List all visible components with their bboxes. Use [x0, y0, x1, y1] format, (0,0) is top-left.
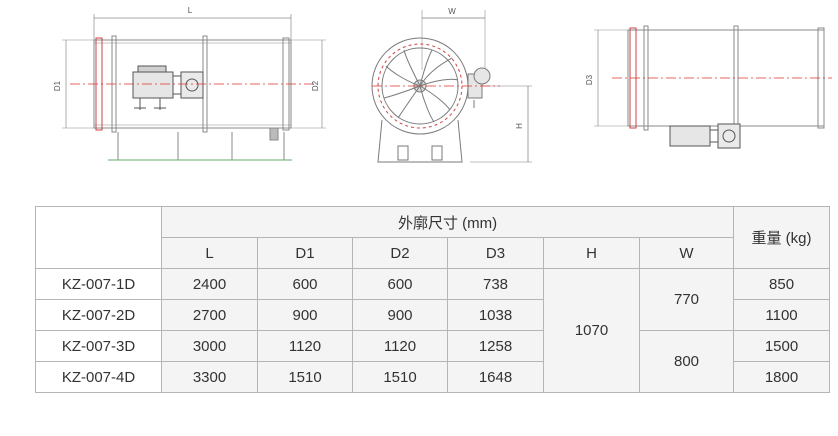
cell-L: 3000: [161, 330, 258, 362]
cell-W-merged-2: 800: [638, 330, 735, 393]
model-cell: KZ-007-1D: [35, 268, 162, 300]
col-header-H: H: [543, 237, 640, 269]
table-row: KZ-007-2D 2700 900 900 1038 1100: [35, 299, 831, 331]
dim-label-D1: D1: [53, 80, 62, 91]
cell-W-merged-1: 770: [638, 268, 735, 331]
cell-D1: 1510: [257, 361, 353, 393]
group-header-outline-dimensions: 外廓尺寸 (mm): [160, 206, 735, 238]
cell-weight: 850: [733, 268, 831, 300]
table-row: KZ-007-3D 3000 1120 1120 1258 800 1500: [35, 330, 831, 393]
cell-H-merged: 1070: [543, 268, 640, 393]
cell-D3: 1258: [447, 330, 544, 362]
model-cell: KZ-007-3D: [35, 330, 162, 362]
cell-D3: 738: [447, 268, 544, 300]
dim-label-D3: D3: [585, 74, 594, 85]
cell-weight: 1500: [733, 330, 831, 362]
cell-D2: 1120: [352, 330, 448, 362]
col-header-L: L: [161, 237, 258, 269]
drawing-canvas: L D1 D2 W H: [53, 6, 832, 163]
cell-D1: 900: [257, 299, 353, 331]
col-header-D1: D1: [257, 237, 353, 269]
col-header-W: W: [638, 237, 735, 269]
cell-weight: 1800: [733, 361, 831, 393]
cell-weight: 1100: [733, 299, 831, 331]
cell-D2: 1510: [352, 361, 448, 393]
technical-drawings: L D1 D2 W H: [0, 0, 838, 180]
dimension-spec-table: 外廓尺寸 (mm) 重量 (kg) L D1 D2 D3 H W KZ-007-…: [35, 206, 831, 393]
cell-D3: 1648: [447, 361, 544, 393]
dim-label-D2: D2: [311, 80, 320, 91]
model-header-cell: [35, 206, 162, 269]
cell-L: 2400: [161, 268, 258, 300]
dim-label-L: L: [188, 6, 193, 15]
dim-label-W: W: [448, 7, 456, 16]
dim-label-H: H: [515, 123, 524, 129]
cell-L: 2700: [161, 299, 258, 331]
cell-D2: 900: [352, 299, 448, 331]
cell-L: 3300: [161, 361, 258, 393]
model-cell: KZ-007-4D: [35, 361, 162, 393]
col-header-D3: D3: [447, 237, 544, 269]
top-view-drawing: [594, 25, 825, 149]
cell-D2: 600: [352, 268, 448, 300]
cell-D1: 1120: [257, 330, 353, 362]
cell-D1: 600: [257, 268, 353, 300]
table-header-row: 外廓尺寸 (mm) 重量 (kg): [35, 206, 831, 269]
col-header-D2: D2: [352, 237, 448, 269]
side-view-drawing: [62, 14, 326, 161]
model-cell: KZ-007-2D: [35, 299, 162, 331]
table-row: KZ-007-4D 3300 1510 1510 1648 1800: [35, 361, 831, 393]
table-row: KZ-007-1D 2400 600 600 738 1070 770 850: [35, 268, 831, 393]
cell-D3: 1038: [447, 299, 544, 331]
weight-header: 重量 (kg): [733, 206, 831, 269]
